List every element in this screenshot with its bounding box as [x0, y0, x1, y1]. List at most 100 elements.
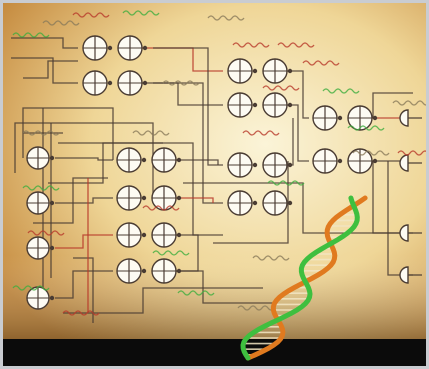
wire-trace: [183, 182, 403, 234]
squiggle-molecule: [177, 290, 215, 296]
squiggle-molecule: [262, 85, 300, 91]
gate-output-node: [287, 200, 293, 206]
squiggle-molecule: [152, 250, 190, 256]
wire-trace: [163, 159, 219, 165]
gate-output-node: [337, 115, 343, 121]
logic-gate: [82, 70, 113, 96]
squiggle-molecule: [27, 230, 65, 236]
gate-output-node: [287, 162, 293, 168]
logic-gate: [151, 185, 182, 211]
gate-output-node: [141, 268, 147, 274]
logic-gate: [227, 190, 258, 216]
molecule-squiggles: [12, 10, 426, 316]
gate-output-node: [372, 115, 378, 121]
gate-output-node: [337, 158, 343, 164]
black-floor: [3, 339, 426, 366]
squiggle-molecule: [347, 125, 385, 131]
logic-gate: [227, 152, 258, 178]
gate-output-node: [252, 162, 258, 168]
logic-gate: [262, 190, 293, 216]
helix-strand-orange: [245, 195, 368, 361]
squiggle-molecule: [237, 305, 275, 311]
wire-trace: [55, 197, 113, 204]
squiggle-molecule: [252, 255, 290, 261]
logic-gate: [117, 35, 148, 61]
squiggle-molecule: [22, 130, 60, 136]
logic-gate: [116, 185, 147, 211]
wire-trace: [11, 57, 78, 84]
squiggle-molecule: [72, 12, 110, 18]
logic-gates: [26, 35, 378, 310]
squiggle-molecule: [277, 42, 315, 48]
squiggle-molecule: [132, 130, 170, 136]
squiggle-molecule: [22, 185, 60, 191]
squiggle-molecule: [352, 150, 390, 156]
logic-gate: [227, 58, 258, 84]
wire-trace: [63, 287, 263, 314]
wire-trace: [22, 107, 114, 160]
wire-trace: [23, 60, 78, 79]
squiggle-molecule: [62, 310, 100, 316]
squiggle-molecule: [232, 42, 270, 48]
gate-output-node: [107, 45, 113, 51]
wire-trace: [55, 234, 113, 249]
gate-output-node: [141, 195, 147, 201]
gate-output-node: [176, 195, 182, 201]
squiggle-molecule: [242, 130, 280, 136]
gate-output-node: [49, 295, 55, 301]
output-gate: [399, 224, 409, 242]
squiggle-molecule: [142, 205, 180, 211]
circuit-wires: [11, 37, 413, 323]
gate-output-node: [252, 102, 258, 108]
gate-output-node: [49, 155, 55, 161]
output-gate: [399, 109, 409, 127]
wire-trace: [163, 270, 273, 304]
logic-gate: [347, 148, 378, 174]
output-gate: [399, 266, 409, 284]
gate-output-node: [142, 80, 148, 86]
logic-gate: [26, 286, 55, 310]
squiggle-molecule: [122, 10, 160, 16]
logic-gate: [151, 258, 182, 284]
gate-output-node: [49, 200, 55, 206]
wire-trace: [372, 92, 413, 118]
gate-output-node: [141, 157, 147, 163]
squiggle-molecule: [302, 60, 340, 66]
gate-output-node: [176, 232, 182, 238]
logic-gate: [262, 152, 293, 178]
gate-output-node: [176, 157, 182, 163]
gate-output-node: [372, 158, 378, 164]
gate-output-node: [252, 200, 258, 206]
gate-output-node: [287, 68, 293, 74]
logic-gate: [312, 148, 343, 174]
squiggle-molecule: [267, 180, 305, 186]
logic-gate: [116, 222, 147, 248]
gate-output-node: [176, 268, 182, 274]
squiggle-molecule: [207, 15, 245, 21]
logic-gate: [227, 92, 258, 118]
wire-trace: [73, 257, 94, 323]
helix-strand-green: [240, 195, 360, 361]
squiggle-molecule: [397, 150, 426, 156]
squiggle-molecule: [162, 80, 200, 86]
logic-gate: [262, 92, 293, 118]
dna-helix: [240, 195, 368, 361]
wire-trace: [11, 37, 78, 49]
output-gate: [399, 154, 409, 172]
wire-trace: [153, 47, 223, 166]
wire-trace: [33, 177, 108, 224]
logic-gate: [347, 105, 378, 131]
gate-output-node: [141, 232, 147, 238]
logic-gate: [26, 236, 55, 260]
wire-trace: [213, 203, 289, 244]
gate-output-node: [49, 245, 55, 251]
gate-output-node: [287, 102, 293, 108]
squiggle-molecule: [12, 285, 50, 291]
gate-output-node: [142, 45, 148, 51]
logic-gate: [116, 258, 147, 284]
squiggle-molecule: [322, 88, 360, 94]
logic-gate: [312, 105, 343, 131]
logic-gate: [151, 147, 182, 173]
gate-output-node: [107, 80, 113, 86]
logic-gate: [26, 146, 55, 170]
